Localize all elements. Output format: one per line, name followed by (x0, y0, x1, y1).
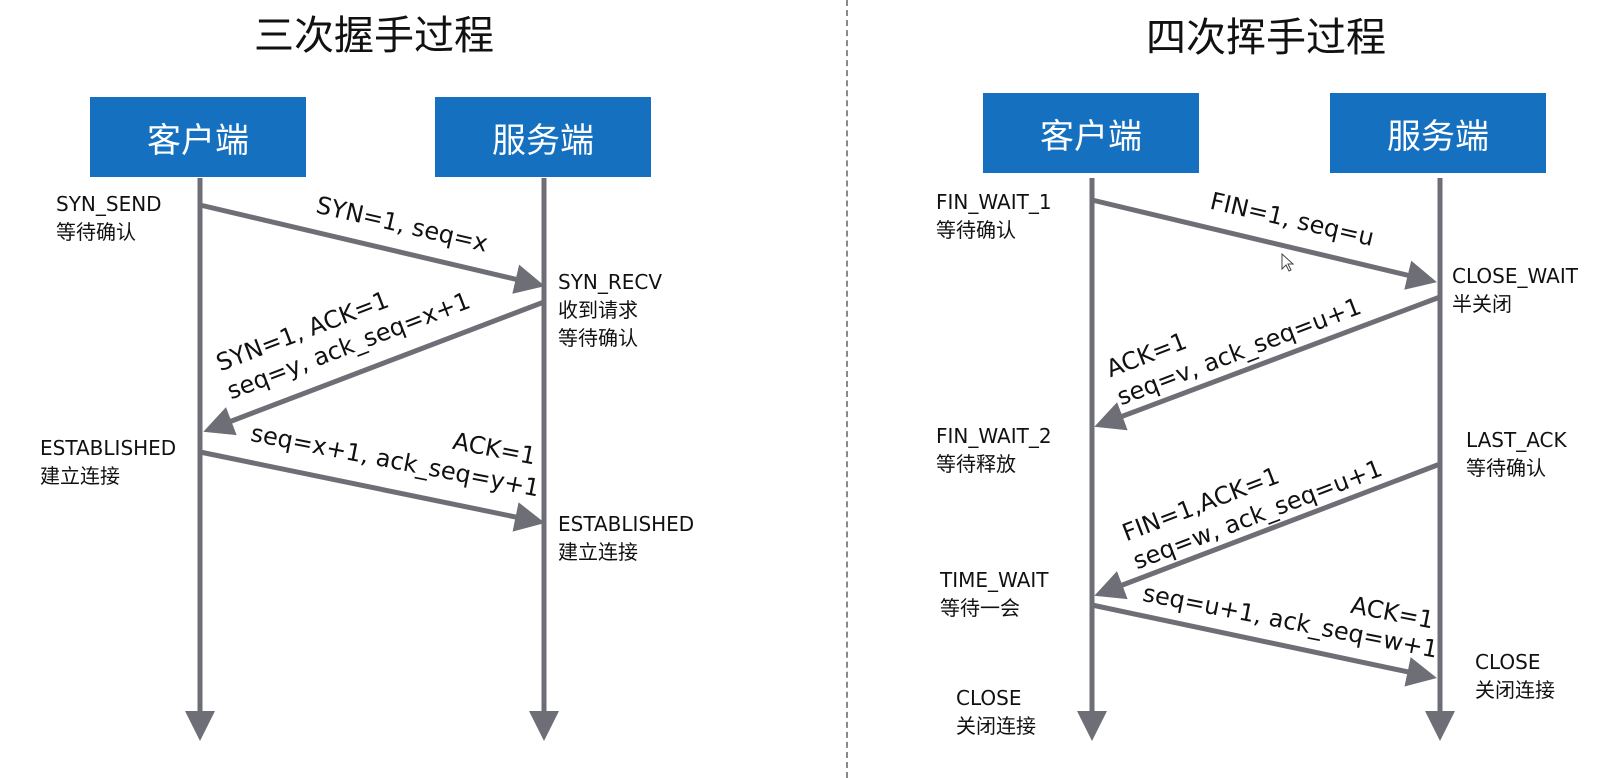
wv-client-state-2: FIN_WAIT_2 等待释放 (936, 422, 1052, 478)
state-desc: 建立连接 (40, 464, 120, 488)
handshake-title: 三次握手过程 (254, 13, 494, 59)
state-code: ESTABLISHED (40, 436, 177, 460)
hs-server-state-2: ESTABLISHED 建立连接 (558, 510, 694, 566)
wv-server-state-2: LAST_ACK 等待确认 (1466, 426, 1567, 482)
state-desc: 等待确认 (1466, 456, 1546, 480)
hs-client-state-2: ESTABLISHED 建立连接 (40, 434, 176, 490)
section-divider (846, 0, 848, 778)
state-code: TIME_WAIT (940, 568, 1049, 592)
hs-client-box: 客户端 (90, 97, 306, 177)
wv-client-state-1: FIN_WAIT_1 等待确认 (936, 188, 1052, 244)
state-code: ESTABLISHED (558, 512, 695, 536)
hs-server-box: 服务端 (435, 97, 651, 177)
wv-client-state-4: CLOSE 关闭连接 (956, 684, 1036, 740)
hs-arrow-3 (199, 449, 545, 532)
state-code: SYN_SEND (56, 192, 162, 216)
state-code: LAST_ACK (1466, 428, 1567, 452)
wave-title: 四次挥手过程 (1146, 15, 1386, 61)
wv-client-state-3: TIME_WAIT 等待一会 (940, 566, 1049, 622)
hs-arrow-2 (203, 299, 545, 436)
state-desc: 等待释放 (936, 452, 1016, 476)
state-desc-2: 等待确认 (558, 326, 638, 350)
wv-arrow-3 (1094, 461, 1441, 600)
state-code: SYN_RECV (558, 270, 663, 294)
state-desc: 等待确认 (56, 220, 136, 244)
state-desc: 建立连接 (558, 540, 638, 564)
wv-arrow-1 (1091, 197, 1437, 290)
wv-server-state-3: CLOSE 关闭连接 (1475, 648, 1555, 704)
state-code: FIN_WAIT_1 (936, 190, 1052, 214)
state-code: CLOSE_WAIT (1452, 264, 1578, 288)
wv-server-box: 服务端 (1330, 93, 1546, 173)
wv-server-state-1: CLOSE_WAIT 半关闭 (1452, 262, 1578, 318)
state-desc: 关闭连接 (1475, 678, 1555, 702)
wv-arrow-4 (1091, 602, 1437, 687)
state-desc: 等待一会 (940, 596, 1020, 620)
state-code: CLOSE (1475, 650, 1541, 674)
state-code: CLOSE (956, 686, 1022, 710)
state-code: FIN_WAIT_2 (936, 424, 1052, 448)
state-desc: 半关闭 (1452, 292, 1512, 316)
hs-arrow-1 (199, 202, 545, 294)
wv-arrow-2 (1094, 294, 1441, 431)
hs-client-state-1: SYN_SEND 等待确认 (56, 190, 162, 246)
hs-server-state-1: SYN_RECV 收到请求 等待确认 (558, 268, 662, 352)
wv-client-box: 客户端 (983, 93, 1199, 173)
state-desc: 等待确认 (936, 218, 1016, 242)
state-desc: 收到请求 (558, 298, 638, 322)
mouse-pointer-icon (1281, 252, 1295, 277)
state-desc: 关闭连接 (956, 714, 1036, 738)
